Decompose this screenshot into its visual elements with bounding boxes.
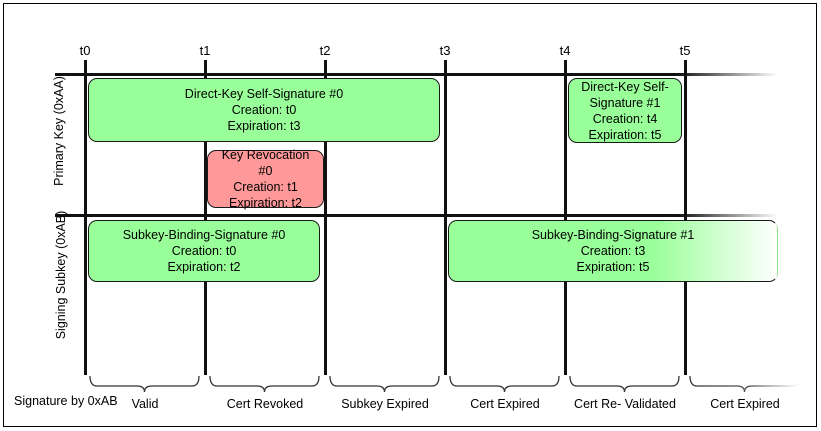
legend-caption-line1: Signature (14, 394, 68, 408)
legend-label-cert-expired-2-line1: Cert (710, 397, 734, 411)
brace-span-cert-revalidated (569, 375, 680, 393)
row-label-primary-key-line2: (0xAA) (52, 76, 66, 115)
legend-label-cert-expired-2-line2: Expired (737, 397, 780, 411)
legend-label-cert-expired-2: Cert Expired (710, 397, 780, 412)
legend-label-subkey-expired-line1: Subkey (341, 397, 383, 411)
brace-span-cert-expired-2 (689, 375, 800, 393)
row-label-primary-key: Primary Key (0xAA) (52, 71, 66, 191)
legend-label-cert-expired-1: Cert Expired (470, 397, 540, 412)
box-expiration: Expiration: t3 (227, 119, 301, 133)
legend-caption: Signature by 0xAB (14, 394, 118, 409)
box-title-line1: Direct-Key Self- (581, 79, 669, 94)
box-expiration: Expiration: t2 (229, 196, 302, 210)
time-tick-label-t5: t5 (679, 43, 691, 58)
time-line-t4 (564, 60, 567, 375)
time-tick-label-t4: t4 (559, 43, 571, 58)
signature-box-subkey-binding-signature-1[interactable]: Subkey-Binding-Signature #1 Creation: t3… (448, 220, 778, 282)
box-title: Direct-Key Self-Signature #0 (184, 87, 344, 101)
time-tick-label-t0: t0 (79, 43, 91, 58)
box-expiration: Expiration: t2 (167, 260, 241, 274)
legend-label-cert-expired-1-line1: Cert (470, 397, 494, 411)
time-line-t0 (84, 60, 87, 375)
box-expiration: Expiration: t5 (576, 260, 650, 274)
signature-box-subkey-binding-signature-0[interactable]: Subkey-Binding-Signature #0 Creation: t0… (88, 220, 320, 282)
brace-span-cert-expired-1 (449, 375, 560, 393)
box-title: Subkey-Binding-Signature #0 (122, 228, 286, 242)
time-line-t2 (324, 60, 327, 375)
box-creation: Creation: t1 (233, 180, 298, 194)
diagram-border (3, 3, 817, 427)
legend-label-cert-revoked-line2: Revoked (253, 397, 304, 411)
row-label-signing-subkey-line2: (0xAB) (54, 210, 68, 249)
row-label-signing-subkey-line1: Signing Subkey (54, 252, 68, 340)
row-label-primary-key-line1: Primary Key (52, 117, 66, 186)
box-expiration: Expiration: t5 (588, 127, 662, 142)
time-line-t5 (684, 60, 687, 375)
box-title: Key Revocation #0 (221, 148, 310, 178)
row-rule-signing-subkey (55, 214, 778, 217)
legend-label-subkey-expired: Subkey Expired (341, 397, 429, 412)
row-label-signing-subkey: Signing Subkey (0xAB) (54, 205, 68, 345)
box-title: Subkey-Binding-Signature #1 (531, 228, 695, 242)
time-line-t3 (444, 60, 447, 375)
legend-caption-line2: by 0xAB (71, 394, 118, 408)
legend-label-cert-expired-1-line2: Expired (497, 397, 540, 411)
brace-span-subkey-expired (329, 375, 440, 393)
legend-label-cert-revalidated: Cert Re- Validated (574, 397, 676, 412)
legend-label-cert-revalidated-line1: Cert Re- (574, 397, 622, 411)
signature-box-direct-key-self-signature-0[interactable]: Direct-Key Self-Signature #0 Creation: t… (88, 78, 440, 142)
legend-label-valid-line1: Valid (131, 397, 159, 411)
time-tick-label-t3: t3 (439, 43, 451, 58)
signature-box-direct-key-self-signature-1[interactable]: Direct-Key Self- Signature #1 Creation: … (568, 78, 682, 143)
legend-label-cert-revoked: Cert Revoked (227, 397, 303, 412)
brace-span-cert-revoked (209, 375, 320, 393)
box-creation: Creation: t0 (171, 244, 237, 258)
box-creation: Creation: t3 (580, 244, 646, 258)
legend-label-valid: Valid (132, 397, 159, 412)
legend-label-cert-revalidated-line2: Validated (624, 397, 676, 411)
box-creation: Creation: t4 (592, 111, 658, 126)
brace-span-valid (89, 375, 200, 393)
box-creation: Creation: t0 (231, 103, 297, 117)
legend-label-subkey-expired-line2: Expired (386, 397, 429, 411)
time-tick-label-t1: t1 (199, 43, 211, 58)
row-rule-primary-key (55, 73, 778, 76)
signature-box-key-revocation-0[interactable]: Key Revocation #0 Creation: t1 Expiratio… (207, 148, 324, 210)
legend-label-cert-revoked-line1: Cert (226, 397, 251, 411)
time-line-t1 (204, 60, 207, 375)
time-tick-label-t2: t2 (319, 43, 331, 58)
box-title-line2: Signature #1 (589, 95, 661, 110)
